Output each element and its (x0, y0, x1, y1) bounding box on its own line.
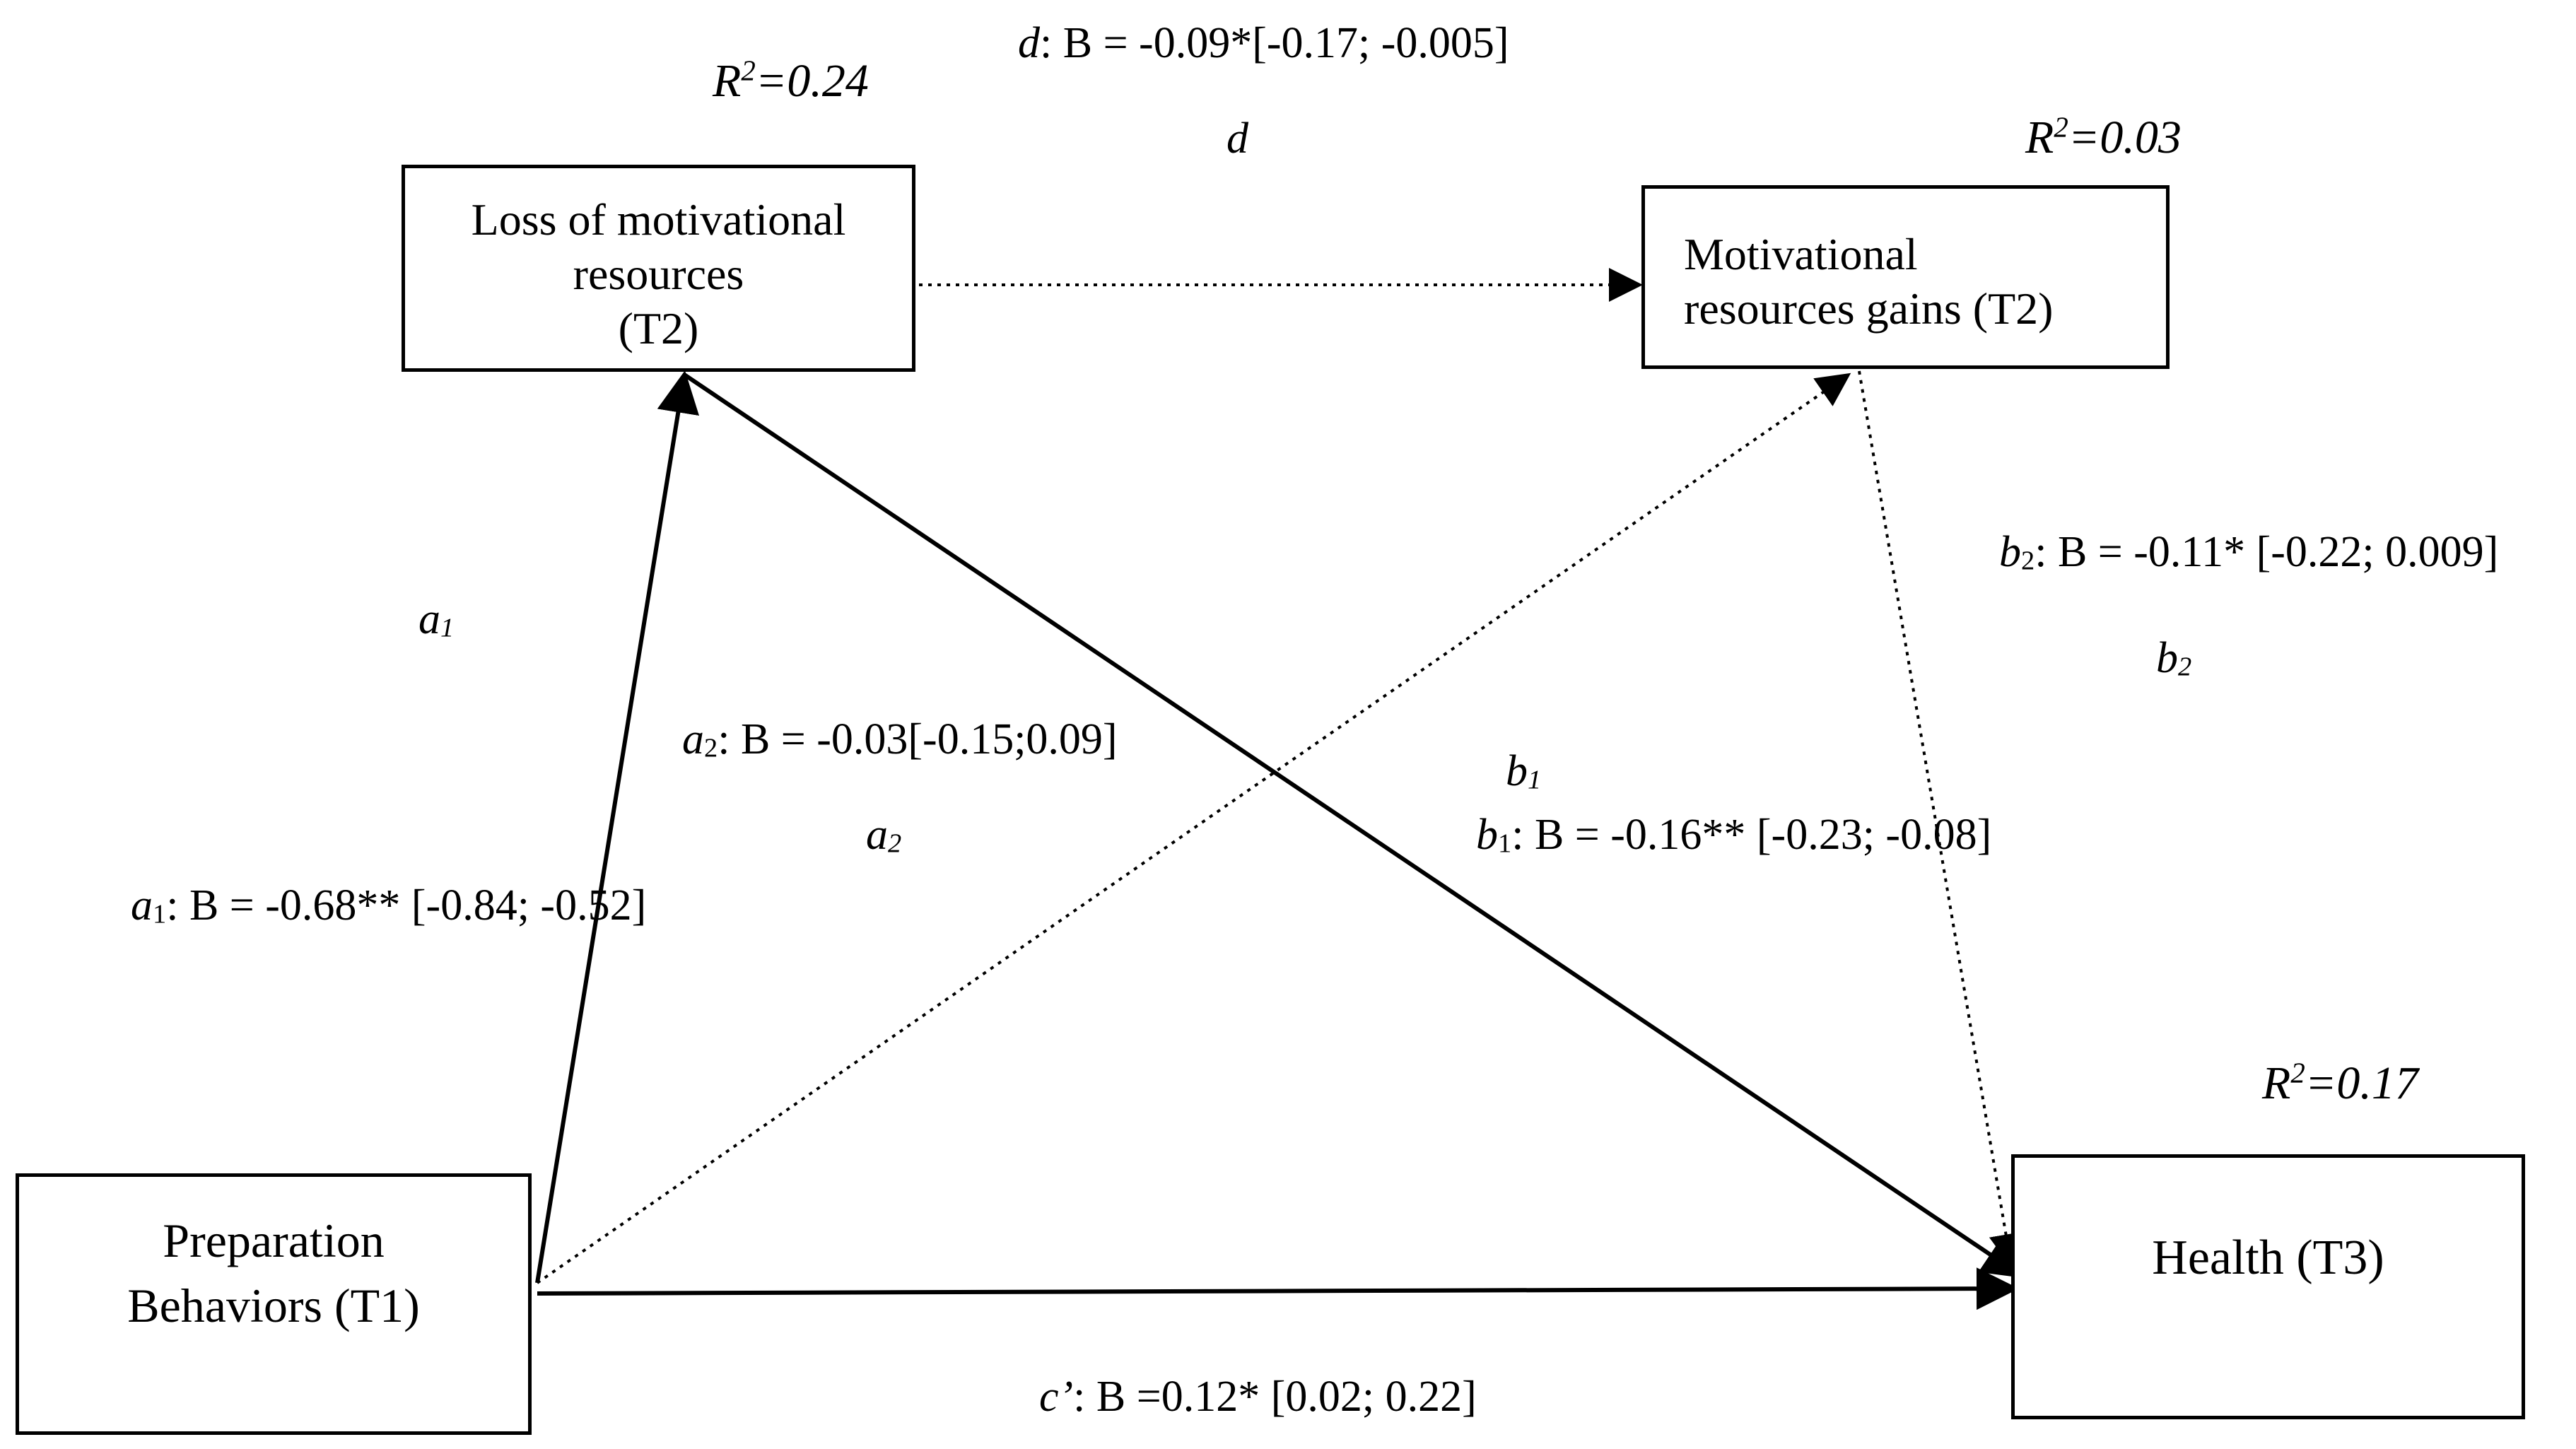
r-squared-gains-symbol: R (2025, 112, 2054, 163)
r-squared-loss-value: =0.24 (755, 55, 869, 107)
path-b1-stat-label: b1: B = -0.16** [-0.23; -0.08] (1476, 813, 1991, 857)
path-a1-marker-sub: 1 (440, 613, 455, 643)
path-b1-marker-letter: b (1506, 747, 1528, 795)
node-loss-line1: Loss of motivational (471, 194, 846, 245)
path-b1-sub: 1 (1498, 828, 1512, 859)
path-a2-sub: 2 (704, 733, 718, 763)
path-a1-letter: a (131, 881, 153, 929)
node-health: Health (T3) (2011, 1154, 2525, 1419)
path-b2-marker: b2 (2156, 634, 2192, 682)
node-preparation-line1: Preparation (163, 1214, 385, 1267)
r-squared-loss-symbol: R (713, 55, 742, 107)
path-b2-stat: : B = -0.11* [-0.22; 0.009] (2035, 528, 2499, 576)
r-squared-health-value: =0.17 (2305, 1057, 2418, 1109)
node-loss-line2: resources (573, 248, 744, 299)
path-c-prime-arrow (537, 1267, 2019, 1310)
r-squared-loss-power: 2 (741, 54, 756, 87)
path-d-marker: d (1226, 115, 1248, 163)
r-squared-gains: R2=0.03 (2025, 111, 2182, 163)
path-a1-stat-label: a1: B = -0.68** [-0.84; -0.52] (131, 881, 647, 929)
path-b2-marker-sub: 2 (2178, 652, 2192, 682)
path-b2-letter: b (1999, 528, 2021, 576)
node-motivational-resources-gains: Motivational resources gains (T2) (1641, 185, 2170, 369)
node-loss-of-motivational-resources: Loss of motivational resources (T2) (402, 165, 915, 372)
node-health-label: Health (T3) (2152, 1231, 2384, 1285)
node-loss-line3: (T2) (618, 303, 699, 353)
path-a1-marker: a1 (418, 595, 455, 643)
path-a1-stat: : B = -0.68** [-0.84; -0.52] (166, 881, 647, 929)
path-d-stat: : B = -0.09*[-0.17; -0.005] (1040, 19, 1509, 67)
path-c-prime-stat-label: c’: B =0.12* [0.02; 0.22] (1039, 1375, 1477, 1419)
path-a1-marker-letter: a (418, 595, 440, 643)
r-squared-health: R2=0.17 (2262, 1057, 2418, 1109)
path-d-stat-label: d: B = -0.09*[-0.17; -0.005] (1018, 21, 1509, 65)
path-a2-marker-sub: 2 (888, 828, 902, 859)
r-squared-gains-value: =0.03 (2068, 112, 2182, 163)
node-preparation-behaviors: Preparation Behaviors (T1) (16, 1173, 532, 1435)
r-squared-gains-power: 2 (2054, 111, 2068, 143)
path-a1-arrow (535, 370, 699, 1284)
path-b1-marker: b1 (1506, 747, 1542, 795)
path-a2-marker-letter: a (866, 811, 888, 859)
node-gains-line1: Motivational (1684, 229, 1918, 279)
path-c-prime-letter: c’ (1039, 1373, 1074, 1421)
path-a2-stat: : B = -0.03[-0.15;0.09] (718, 715, 1118, 763)
path-b1-stat: : B = -0.16** [-0.23; -0.08] (1511, 811, 1992, 859)
path-b2-marker-letter: b (2156, 634, 2178, 682)
r-squared-health-symbol: R (2262, 1057, 2291, 1109)
path-c-prime-stat: : B =0.12* [0.02; 0.22] (1073, 1373, 1477, 1421)
r-squared-health-power: 2 (2290, 1057, 2305, 1089)
r-squared-loss: R2=0.24 (713, 54, 869, 107)
path-d-letter: d (1018, 19, 1040, 67)
path-a2-letter: a (682, 715, 704, 763)
node-preparation-line2: Behaviors (T1) (127, 1278, 420, 1332)
path-b1-marker-sub: 1 (1528, 765, 1542, 795)
path-a2-stat-label: a2: B = -0.03[-0.15;0.09] (682, 715, 1118, 763)
node-gains-line2: resources gains (T2) (1684, 283, 2054, 334)
path-b1-arrow (683, 372, 2025, 1279)
path-b1-letter: b (1476, 811, 1498, 859)
path-b2-sub: 2 (2021, 546, 2035, 576)
path-b2-stat-label: b2: B = -0.11* [-0.22; 0.009] (1999, 528, 2499, 576)
path-a1-sub: 1 (153, 899, 167, 929)
path-a2-marker: a2 (866, 813, 901, 857)
path-b2-arrow (1858, 370, 2023, 1268)
